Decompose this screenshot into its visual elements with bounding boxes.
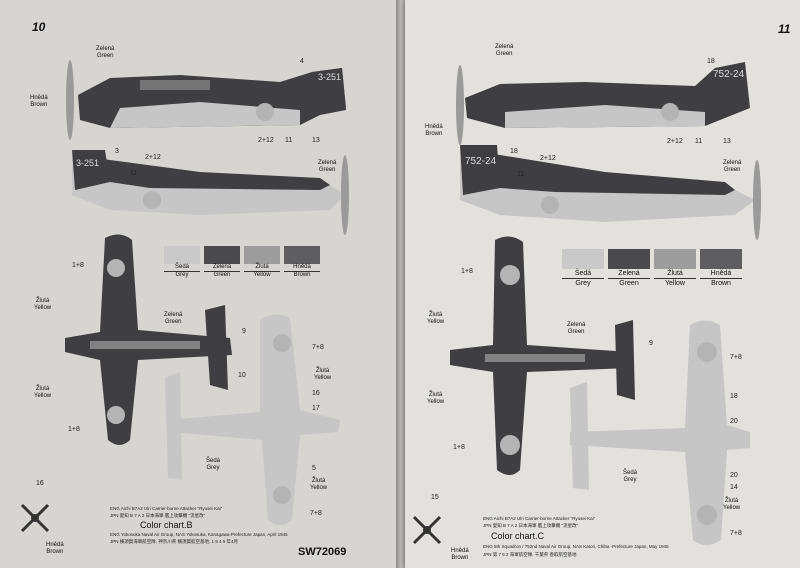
right-plan-bottom <box>570 320 750 545</box>
left-plan-label-6: 10 <box>238 372 246 379</box>
left-plan-label-8: Žlutá Yellow <box>34 386 52 399</box>
left-plan-top <box>65 234 232 445</box>
right-plan-label-14: 7+8 <box>730 530 742 537</box>
left-profile-top: 3-251 <box>66 60 346 140</box>
right-legend-jpn: JPN 愛知 B 7 A 2 日本海軍 艦上攻撃機 "流星改" <box>483 523 579 528</box>
right-legend-eng: ENG Aichi B7A2 Ulri Carrier-borne Attack… <box>483 516 596 521</box>
left-legend-jpn: JPN 愛知 B 7 A 2 日本海軍 艦上攻撃機 "流星改" <box>110 513 206 518</box>
right-plan-label-7: 18 <box>730 393 738 400</box>
left-plan-label-16: 16 <box>36 480 44 487</box>
left-legend-eng2: ENG Yokosuka Naval Air Group, NAS Yokosu… <box>110 532 288 537</box>
right-plan-label-16: 15 <box>431 494 439 501</box>
left-plan-label-12: 5 <box>312 465 316 472</box>
right-top-callout-3: 11 <box>695 138 703 145</box>
page-number-left: 10 <box>32 20 46 34</box>
right-plan-label-2: Žlutá Yellow <box>427 312 445 325</box>
left-legend-eng: ENG Aichi B7A2 Ulri Carrier-borne Attack… <box>110 506 223 511</box>
left-plan-label-2: Žlutá Yellow <box>34 298 52 311</box>
right-plan-label-4: 9 <box>649 340 653 347</box>
left-plan-label-17: Hnědá Brown <box>46 542 64 555</box>
left-profile-bottom: 3-251 <box>72 150 349 235</box>
right-top-callout-2: 2+12 <box>667 138 683 145</box>
right-plan-label-10: 14 <box>730 484 738 491</box>
right-plan-label-3: Zelená Green <box>567 322 586 335</box>
right-plan-label-5: 7+8 <box>730 354 742 361</box>
right-page-drawings: 752-24 752-24 <box>412 62 761 545</box>
left-top-green-label: Zelená Green <box>96 46 115 59</box>
left-plan-label-1: 1+8 <box>72 262 84 269</box>
right-plan-label-9: 1+8 <box>453 444 465 451</box>
left-plan-label-3: Zelená Green <box>164 312 183 325</box>
right-profile-bottom: 752-24 <box>460 145 761 240</box>
left-page-drawings: 3-251 3-251 <box>20 60 349 533</box>
left-plan-label-13: Šedá Grey <box>206 458 221 471</box>
right-top-code: 752-24 <box>713 69 745 80</box>
left-bottom-callout-2: 2+12 <box>145 154 161 161</box>
right-bottom-callout-3: 11 <box>517 171 525 178</box>
left-plan-label-10: 16 <box>312 390 320 397</box>
left-bottom-green-label: Zelená Green <box>318 160 337 173</box>
right-plan-top <box>450 236 635 475</box>
right-caption: Color chart.C <box>491 531 545 541</box>
right-plan-label-13: Žlutá Yellow <box>723 498 741 511</box>
left-plan-label-7: Žlutá Yellow <box>314 368 332 381</box>
left-page: 10 3-251 3-251 <box>0 0 398 568</box>
left-plan-label-11: 17 <box>312 405 320 412</box>
right-bottom-green-label: Zelená Green <box>723 160 742 173</box>
left-top-callout-2: 2+12 <box>258 137 274 144</box>
right-plan-label-15: Hnědá Brown <box>451 548 469 561</box>
right-plan-label-1: 1+8 <box>461 268 473 275</box>
right-top-brown-label: Hnědá Brown <box>425 124 443 137</box>
left-bottom-callout-1: 3 <box>115 148 119 155</box>
left-bottom-callout-3: 11 <box>130 170 138 177</box>
right-propeller-icon <box>412 515 442 545</box>
left-plan-label-14: Žlutá Yellow <box>310 478 328 491</box>
right-top-callout-1: 18 <box>707 58 715 65</box>
left-plan-label-9: 1+8 <box>68 426 80 433</box>
right-bottom-code: 752-24 <box>465 156 497 167</box>
product-code: SW72069 <box>298 546 347 558</box>
left-top-code: 3-251 <box>318 72 341 82</box>
left-propeller-icon <box>20 503 50 533</box>
right-top-callout-4: 13 <box>723 138 731 145</box>
left-plan-label-15: 7+8 <box>310 510 322 517</box>
left-top-brown-label: Hnědá Brown <box>30 95 48 108</box>
left-plan-label-5: 7+8 <box>312 344 324 351</box>
left-top-callout-3: 11 <box>285 137 293 144</box>
right-plan-label-8: 20 <box>730 418 738 425</box>
left-legend-jpn2: JPN 横須賀海軍航空隊, 神奈川県 横須賀航空基地, 1 9 4 5 年4月 <box>110 539 239 544</box>
page-number-right: 11 <box>778 22 791 36</box>
right-legend-jpn2: JPN 第 7 5 2 海軍航空隊, 千葉県 香取航空基地 <box>483 552 577 557</box>
left-plan-bottom <box>165 314 340 525</box>
left-plan-label-4: 9 <box>242 328 246 335</box>
right-plan-label-6: Žlutá Yellow <box>427 392 445 405</box>
left-bottom-code: 3-251 <box>76 158 99 168</box>
right-profile-top: 752-24 <box>456 62 750 145</box>
right-plan-label-12: Šedá Grey <box>623 470 638 483</box>
right-legend-eng2: ENG 5th Squadron / 752nd Naval Air Group… <box>483 544 669 549</box>
right-bottom-callout-2: 2+12 <box>540 155 556 162</box>
left-caption: Color chart.B <box>140 520 193 530</box>
right-bottom-callout-1: 18 <box>510 148 518 155</box>
left-top-callout-1: 4 <box>300 58 304 65</box>
right-top-green-label: Zelená Green <box>495 44 514 57</box>
right-plan-label-11: 20 <box>730 472 738 479</box>
left-top-callout-4: 13 <box>312 137 320 144</box>
right-page: 11 752-24 752-24 <box>405 0 800 568</box>
